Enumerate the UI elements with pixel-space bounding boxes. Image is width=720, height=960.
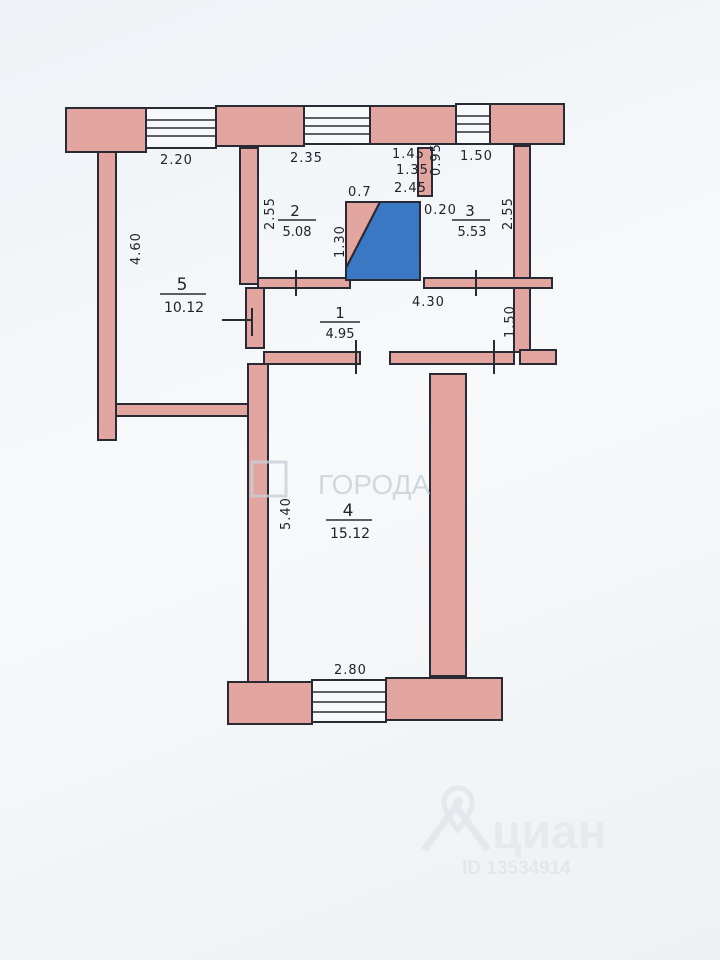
dim-small-b: 1.45	[392, 147, 425, 162]
room-4-label: 4 15.12	[326, 501, 372, 542]
top-wall	[65, 103, 565, 153]
room-4-number: 4	[343, 501, 354, 521]
dim-small-a: 0.7	[348, 185, 372, 200]
window-bottom	[311, 679, 387, 723]
room5-walls	[97, 147, 259, 441]
room4-walls	[247, 363, 467, 683]
cian-watermark: циан ID 13534914	[421, 785, 607, 879]
room-5-area: 10.12	[164, 300, 204, 316]
dim-room3-side: 2.55	[501, 197, 516, 230]
room-2-number: 2	[290, 202, 300, 220]
cian-brand-text: циан	[492, 806, 607, 859]
dim-corridor-side: 1.50	[503, 305, 518, 338]
dim-room3-top: 1.50	[460, 149, 493, 164]
room-5-number: 5	[177, 275, 188, 295]
bottom-wall	[227, 677, 503, 725]
room-1-number: 1	[335, 304, 345, 322]
dim-room2-side: 2.55	[263, 197, 278, 230]
corridor-walls	[245, 287, 515, 365]
room-1-area: 4.95	[326, 327, 355, 342]
window-top-3	[455, 103, 491, 145]
agency-watermark: ГОРОДА	[250, 460, 431, 500]
dim-room5-side: 4.60	[129, 232, 144, 265]
room-3-number: 3	[465, 202, 475, 220]
room-4-area: 15.12	[330, 526, 370, 542]
room-5-label: 5 10.12	[160, 275, 206, 316]
dim-room4-side: 5.40	[279, 497, 294, 530]
map-pin-icon	[421, 785, 491, 853]
dim-small-d: 0.20	[424, 203, 457, 218]
listing-id-text: ID 13534914	[462, 858, 571, 879]
inner-walls	[257, 145, 557, 365]
dim-room2-top: 2.35	[290, 151, 323, 166]
dim-room4-bottom: 2.80	[334, 663, 367, 678]
door-marks	[222, 270, 495, 374]
dim-small-c: 0.95	[429, 143, 444, 176]
dim-corridor-top: 4.30	[412, 295, 445, 310]
window-top-1	[145, 107, 217, 149]
window-top-2	[303, 105, 371, 145]
room-2-area: 5.08	[283, 225, 312, 240]
stair-block	[345, 201, 421, 281]
room-2-label: 2 5.08	[278, 202, 316, 240]
agency-logo-icon	[250, 460, 288, 498]
dim-small-f: 1.35	[396, 163, 429, 178]
dim-stair-side: 1.30	[333, 225, 348, 258]
agency-watermark-text: ГОРОДА	[318, 469, 431, 500]
room-3-label: 3 5.53	[452, 202, 490, 240]
dim-room5-top: 2.20	[160, 153, 193, 168]
room-3-area: 5.53	[458, 225, 487, 240]
room-1-label: 1 4.95	[320, 304, 360, 342]
dim-small-e: 2.45	[394, 181, 427, 196]
